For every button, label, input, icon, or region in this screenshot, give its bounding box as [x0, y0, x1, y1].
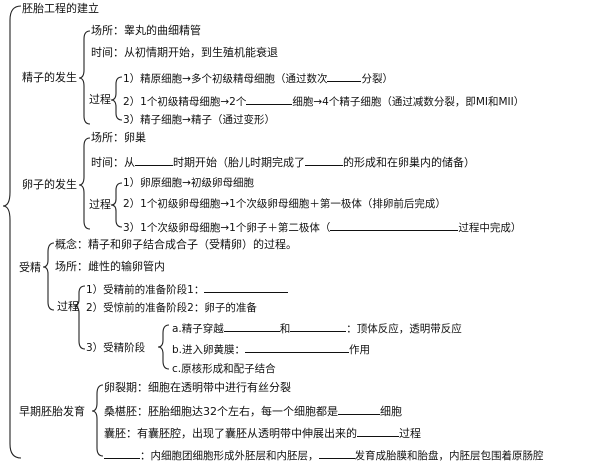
embryo-line-2-blank[interactable]: [338, 403, 380, 415]
embryo-line-3-text: 囊胚：有囊胚腔，出现了囊胚从透明带中伸展出来的: [104, 427, 357, 440]
embryo-line-4: ：内细胞团细胞形成外胚层和内胚层， 发育成胎膜和胎盘，内胚层包围着原肠腔: [104, 447, 544, 463]
egg-step-3: 3）1个次级卵母细胞→1个卵子＋第二极体（ 过程中完成）: [123, 219, 521, 235]
egg-brace: [78, 137, 91, 230]
egg-process-brace: [110, 182, 123, 228]
egg-step-3-text: 3）1个次级卵母细胞→1个卵子＋第二极体（: [123, 222, 331, 234]
fertilization-stage-a-tail: ：顶体反应，透明带反应: [346, 323, 462, 335]
egg-step-1: 1）卵原细胞→初级卵母细胞: [123, 177, 254, 189]
fertilization-stage-b-blank[interactable]: [245, 341, 350, 353]
sperm-step-1-text: 1）精原细胞→多个初级精母细胞（通过数次: [123, 73, 328, 85]
fertilization-concept: 概念：精子和卵子结合成合子（受精卵）的过程。: [55, 238, 297, 251]
embryo-heading: 早期胚胎发育: [19, 405, 85, 418]
embryo-line-4-middle: ：内细胞团细胞形成外胚层和内胚层，: [140, 450, 319, 462]
egg-time-text: 时间：从: [91, 156, 135, 169]
sperm-heading: 精子的发生: [22, 71, 77, 84]
fertilization-stage-a-middle: 和: [279, 323, 291, 335]
embryo-line-3-tail: 过程: [399, 427, 421, 440]
egg-heading: 卵子的发生: [22, 178, 77, 191]
fertilization-stage-b: b.进入卵黄膜： 作用: [172, 341, 370, 357]
egg-time-tail: 的形成和在卵巢内的储备）: [343, 156, 475, 169]
fertilization-place: 场所：雌性的输卵管内: [55, 260, 165, 273]
egg-time-blank-1[interactable]: [135, 154, 173, 166]
fertilization-stage-a: a.精子穿越 和 ：顶体反应，透明带反应: [172, 320, 462, 336]
sperm-step-2-text: 2）1个初级精母细胞→2个: [123, 96, 247, 108]
fertilization-stage-brace: [157, 324, 170, 370]
fertilization-process-label: 过程: [57, 300, 79, 313]
embryo-brace: [91, 384, 104, 457]
page-title: 胚胎工程的建立: [22, 2, 99, 15]
fertilization-stage-label: 3）受精阶段: [86, 342, 146, 354]
embryo-line-2: 桑椹胚：胚胎细胞达32个左右，每一个细胞都是 细胞: [104, 403, 402, 419]
fertilization-brace: [42, 242, 55, 311]
main-brace: [2, 5, 22, 459]
sperm-place: 场所：睾丸的曲细精管: [91, 24, 201, 37]
egg-process-label: 过程: [89, 198, 111, 211]
egg-step-3-tail: 过程中完成）: [458, 222, 522, 234]
sperm-step-2-blank[interactable]: [246, 93, 293, 105]
fertilization-heading: 受精: [19, 261, 41, 274]
sperm-step-2-tail: 细胞→4个精子细胞（通过减数分裂，即MI和MII）: [292, 96, 525, 108]
sperm-process-label: 过程: [89, 93, 111, 106]
fertilization-step-1: 1）受精前的准备阶段1：: [86, 281, 289, 297]
embryo-line-2-text: 桑椹胚：胚胎细胞达32个左右，每一个细胞都是: [104, 405, 338, 418]
fertilization-stage-b-tail: 作用: [349, 344, 371, 356]
sperm-process-brace: [110, 76, 123, 121]
egg-time-middle: 时期开始（胎儿时期完成了: [173, 156, 305, 169]
sperm-brace: [78, 30, 91, 125]
fertilization-stage-a-blank-1[interactable]: [223, 320, 280, 332]
embryo-line-4-blank-1[interactable]: [104, 447, 140, 459]
fertilization-step-1-blank[interactable]: [204, 281, 289, 293]
fertilization-step-1-text: 1）受精前的准备阶段1：: [86, 284, 205, 296]
egg-place: 场所：卵巢: [91, 131, 146, 144]
fertilization-step-2: 2）受惊前的准备阶段2：卵子的准备: [86, 302, 257, 314]
sperm-step-1-blank[interactable]: [327, 70, 362, 82]
sperm-time: 时间：从初情期开始，到生殖机能衰退: [91, 46, 278, 59]
embryo-line-3: 囊胚：有囊胚腔，出现了囊胚从透明带中伸展出来的 过程: [104, 425, 421, 441]
fertilization-stage-c: c.原核形成和配子结合: [172, 363, 276, 375]
fertilization-stage-a-blank-2[interactable]: [290, 320, 347, 332]
egg-step-2: 2）1个初级卵母细胞→1个次级卵母细胞＋第一极体（排卵前后完成）: [123, 198, 446, 210]
sperm-step-2: 2）1个初级精母细胞→2个 细胞→4个精子细胞（通过减数分裂，即MI和MII）: [123, 93, 524, 109]
embryo-line-1: 卵裂期：细胞在透明带中进行有丝分裂: [104, 381, 291, 394]
embryo-line-4-tail: 发育成胎膜和胎盘，内胚层包围着原肠腔: [354, 450, 544, 462]
fertilization-stage-a-text: a.精子穿越: [172, 323, 224, 335]
embryo-line-3-blank[interactable]: [357, 425, 399, 437]
embryo-line-2-tail: 细胞: [380, 405, 402, 418]
egg-time-blank-2[interactable]: [305, 154, 343, 166]
sperm-step-3: 3）精子细胞→精子（通过变形）: [123, 114, 275, 126]
fertilization-process-brace: [73, 285, 86, 350]
sperm-step-1: 1）精原细胞→多个初级精母细胞（通过数次 分裂）: [123, 70, 393, 86]
sperm-step-1-tail: 分裂）: [361, 73, 393, 85]
egg-time: 时间：从 时期开始（胎儿时期完成了 的形成和在卵巢内的储备）: [91, 154, 475, 170]
egg-step-3-blank[interactable]: [330, 219, 459, 231]
embryo-line-4-blank-2[interactable]: [318, 447, 355, 459]
fertilization-stage-b-text: b.进入卵黄膜：: [172, 344, 246, 356]
